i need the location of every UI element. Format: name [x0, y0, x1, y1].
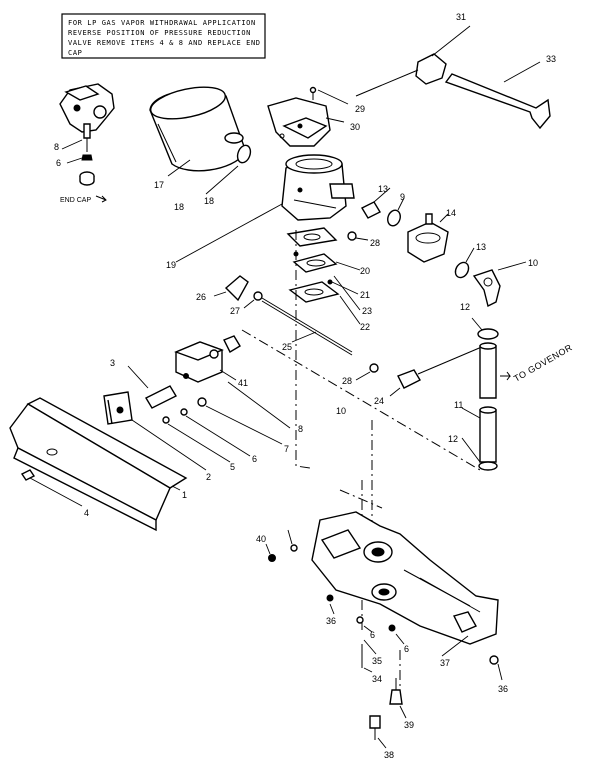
elbow-fittings: [454, 247, 527, 308]
callout-28-top: 28: [370, 238, 380, 248]
note-line-4: CAP: [68, 49, 82, 57]
callout-22: 22: [360, 322, 370, 332]
callout-20: 20: [360, 266, 370, 276]
callout-10-mid: 10: [336, 406, 346, 416]
callout-10-top: 10: [528, 258, 538, 268]
callout-13: 13: [378, 184, 388, 194]
channel-bracket: [9, 397, 188, 532]
fastener-hardware: [265, 529, 503, 749]
breather-tube: [355, 25, 551, 130]
callout-4: 4: [84, 508, 89, 518]
callout-18: 18: [204, 196, 214, 206]
callout-38: 38: [384, 750, 394, 760]
callout-23: 23: [362, 306, 372, 316]
callout-5: 5: [230, 462, 235, 472]
callout-27: 27: [230, 306, 240, 316]
callout-3: 3: [110, 358, 115, 368]
callout-28-mid: 28: [342, 376, 352, 386]
callout-6-mid: 6: [252, 454, 257, 464]
callout-36-right: 36: [498, 684, 508, 694]
callout-30: 30: [350, 122, 360, 132]
fitting-parts: [347, 187, 405, 241]
callout-21: 21: [360, 290, 370, 300]
callout-8-mid: 8: [298, 424, 303, 434]
callout-8-top: 8: [54, 142, 59, 152]
hoses: TO GOVENOR: [461, 317, 574, 471]
callout-1: 1: [182, 490, 187, 500]
callout-19: 19: [166, 260, 176, 270]
callout-39: 39: [404, 720, 414, 730]
callout-31: 31: [456, 12, 466, 22]
note-line-2: REVERSE POSITION OF PRESSURE REDUCTION: [68, 29, 251, 37]
callout-6-top: 6: [56, 158, 61, 168]
callout-17: 17: [154, 180, 164, 190]
end-cap-label: END CAP: [60, 197, 91, 204]
mounting-bracket: [103, 381, 291, 471]
pressure-reduction-valve: END CAP: [59, 83, 115, 204]
carburetor-body: [175, 154, 355, 263]
callout-5-low: 6: [370, 630, 375, 640]
callout-40: 40: [256, 534, 266, 544]
callout-26: 26: [196, 292, 206, 302]
note-line-1: FOR LP GAS VAPOR WITHDRAWAL APPLICATION: [68, 19, 256, 27]
callout-12-mid: 12: [448, 434, 458, 444]
callout-29: 29: [355, 104, 365, 114]
callout-24: 24: [374, 396, 384, 406]
solenoid-valve: [407, 213, 449, 263]
callout-9: 9: [400, 192, 405, 202]
callout-12-top: 12: [460, 302, 470, 312]
hose-fittings: [355, 345, 485, 397]
callout-numbers: 31 33 29 30 8 6 17 18 18 13 9 14 28 13 1…: [54, 12, 556, 760]
to-governor-label: TO GOVENOR: [512, 342, 574, 384]
callout-14: 14: [446, 208, 456, 218]
callout-36-left: 36: [326, 616, 336, 626]
callout-37: 37: [440, 658, 450, 668]
callout-7: 7: [284, 444, 289, 454]
mixer-valve: [127, 335, 241, 409]
callout-13b: 13: [476, 242, 486, 252]
callout-6-right: 6: [404, 644, 409, 654]
callout-25: 25: [282, 342, 292, 352]
note-line-3: VALVE REMOVE ITEMS 4 & 8 AND REPLACE END: [68, 39, 261, 47]
filter-canister: [149, 86, 247, 177]
intake-manifold: [311, 511, 499, 645]
callout-2: 2: [206, 472, 211, 482]
callout-34: 34: [372, 674, 382, 684]
hose-clamp: [205, 144, 252, 195]
callout-18b: 18: [174, 202, 184, 212]
callout-41: 41: [238, 378, 248, 388]
callout-11: 11: [454, 400, 463, 410]
application-note: FOR LP GAS VAPOR WITHDRAWAL APPLICATION …: [61, 13, 266, 59]
callout-35: 35: [372, 656, 382, 666]
adapter-housing: [267, 86, 349, 147]
gasket-stack: [286, 227, 361, 325]
callout-33: 33: [546, 54, 556, 64]
linkage-rod: [213, 275, 353, 356]
